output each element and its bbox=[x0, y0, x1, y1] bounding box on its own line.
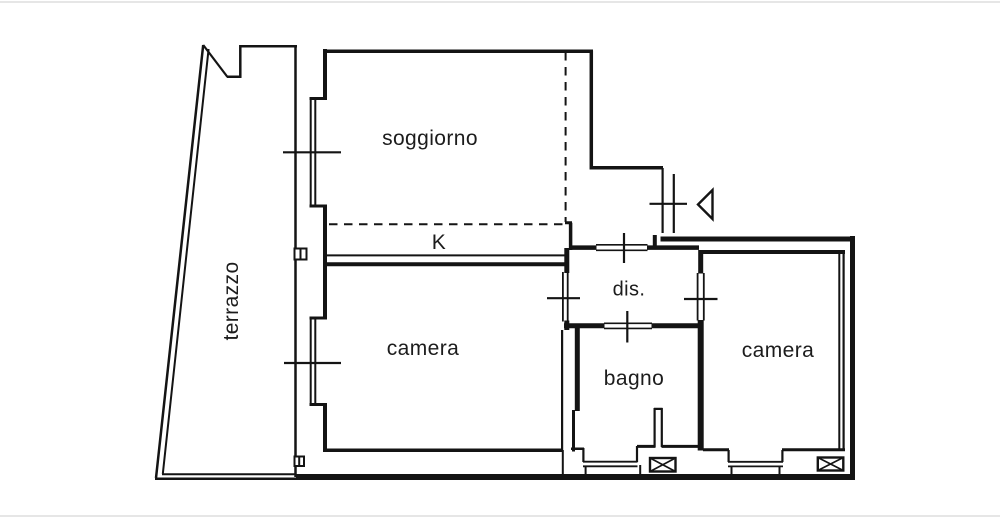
room-label-camera-right: camera bbox=[741, 339, 815, 362]
window-icon bbox=[583, 460, 783, 468]
shaft-icon bbox=[648, 456, 845, 473]
room-label-terrazzo: terrazzo bbox=[220, 261, 243, 341]
left-wall-inner-face bbox=[323, 49, 845, 451]
wall-pilaster-marker bbox=[293, 247, 308, 467]
dashed-partition bbox=[329, 52, 567, 226]
thick-walls bbox=[564, 236, 855, 480]
room-label-dis: dis. bbox=[612, 278, 646, 301]
door-threshold-lines bbox=[596, 244, 652, 330]
room-label-kitchen: K bbox=[431, 231, 447, 254]
terrace-parapet bbox=[154, 44, 584, 480]
exterior-walls bbox=[296, 320, 855, 480]
opening-tick-marks bbox=[202, 44, 845, 462]
room-label-bagno: bagno bbox=[603, 367, 665, 390]
wall-steps bbox=[309, 97, 845, 452]
door-icon bbox=[562, 272, 705, 322]
entrance-arrow-icon bbox=[696, 187, 714, 222]
room-label-camera-left: camera bbox=[386, 337, 460, 360]
room-label-soggiorno: soggiorno bbox=[382, 127, 478, 150]
interior-walls bbox=[323, 49, 663, 452]
